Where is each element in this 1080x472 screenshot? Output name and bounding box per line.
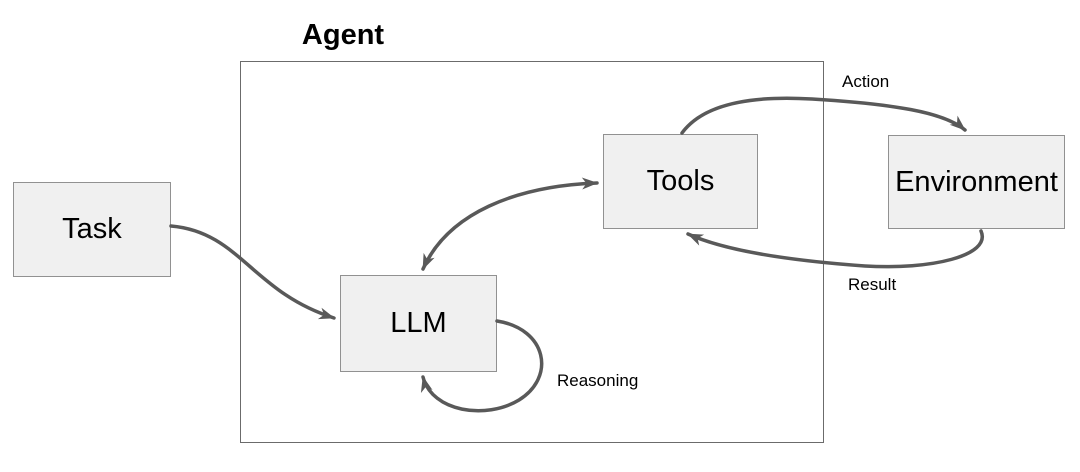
edge-label-reasoning: Reasoning <box>557 371 639 390</box>
node-llm: LLM <box>340 275 497 372</box>
node-llm-label: LLM <box>390 307 447 339</box>
node-task: Task <box>13 182 171 277</box>
edge-label-result: Result <box>848 275 897 294</box>
node-environment-label: Environment <box>895 165 1058 198</box>
node-task-label: Task <box>62 213 122 245</box>
node-tools-label: Tools <box>646 165 715 197</box>
node-tools: Tools <box>603 134 758 229</box>
node-environment: Environment <box>888 135 1065 229</box>
agent-container-title: Agent <box>301 19 385 51</box>
edge-label-action: Action <box>842 72 890 91</box>
agent-container-box <box>240 61 824 443</box>
